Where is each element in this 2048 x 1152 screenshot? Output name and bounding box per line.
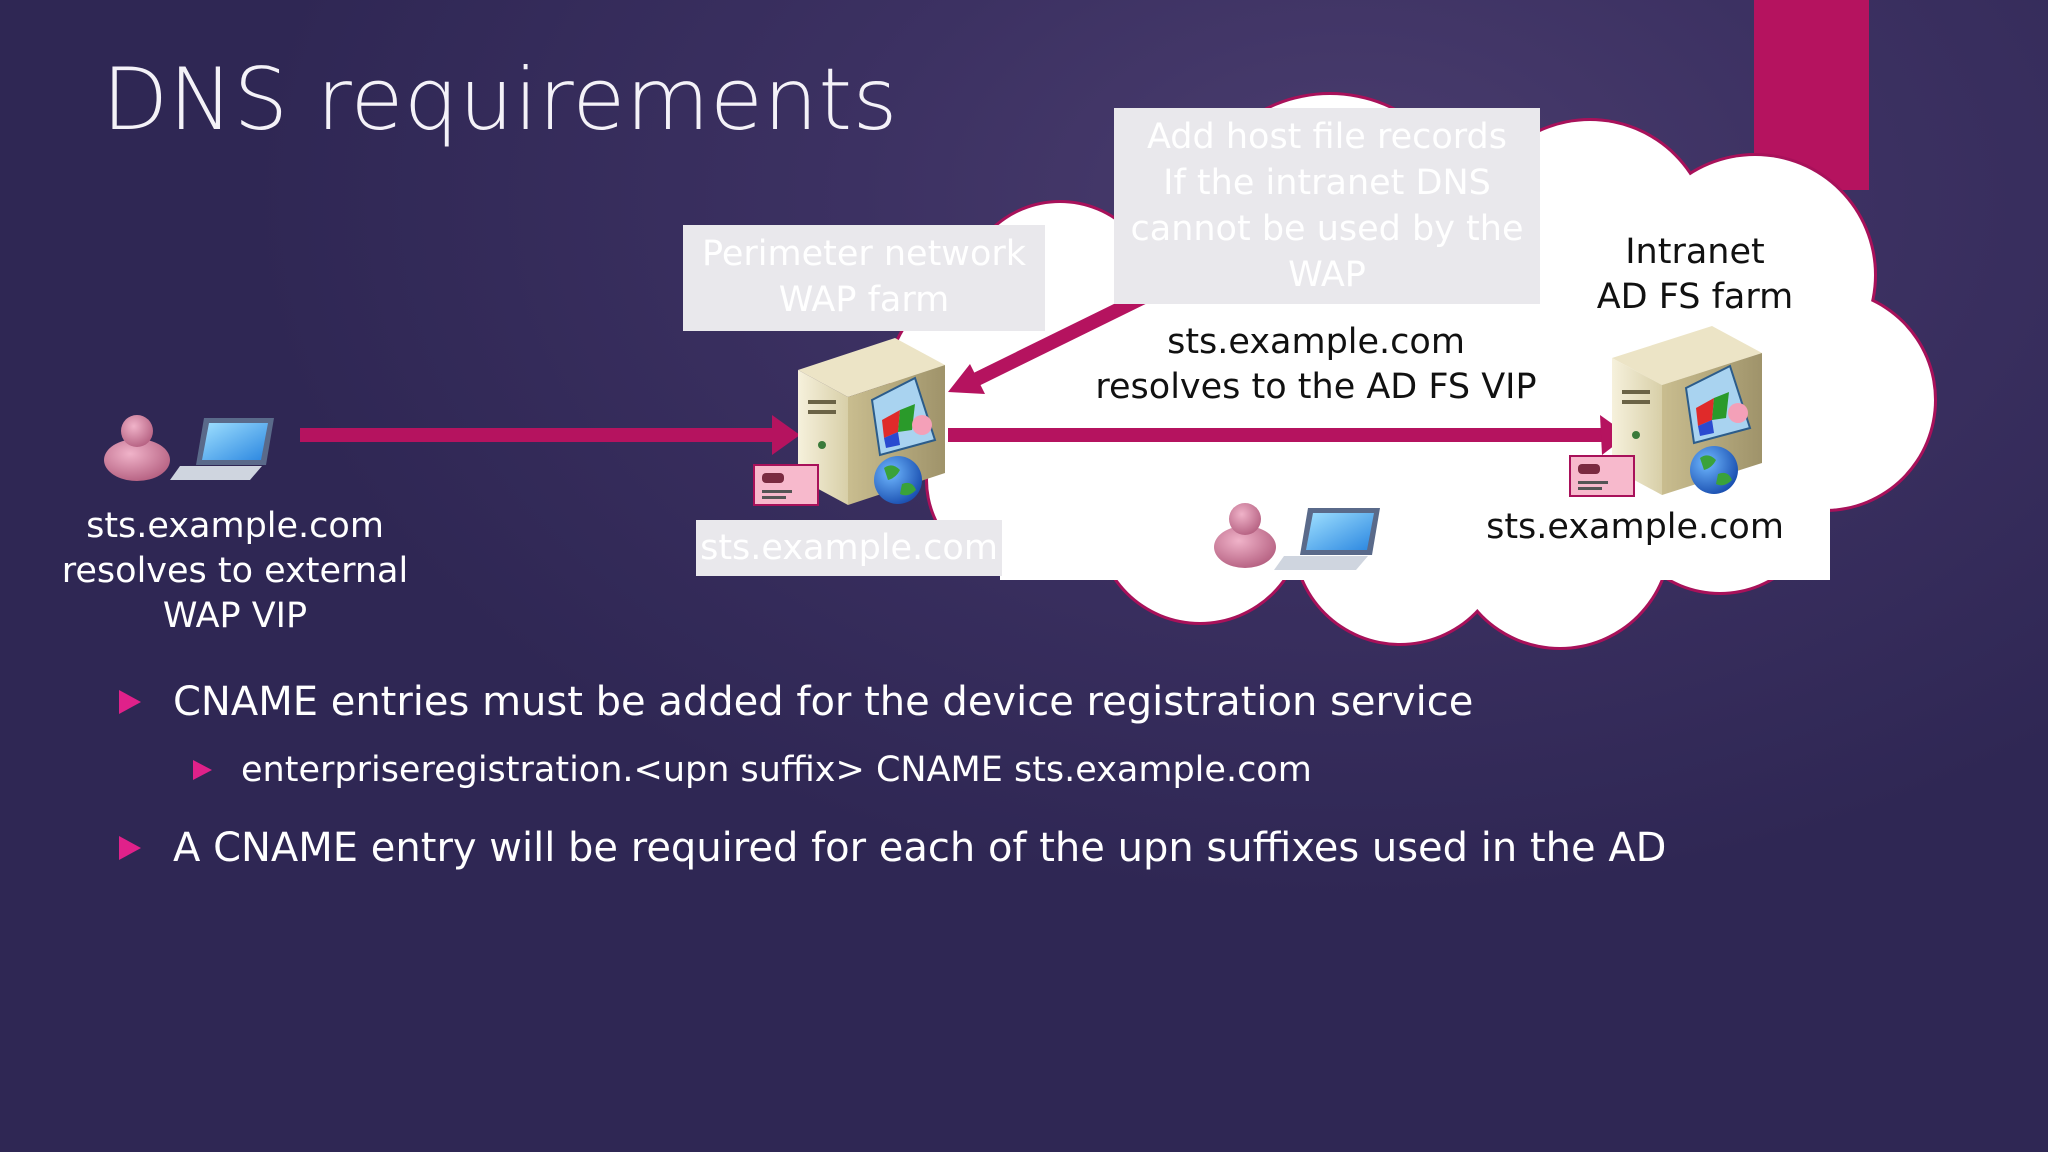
bullet-marker-icon	[193, 760, 212, 780]
wap-hostname-callout: sts.example.com	[696, 520, 1002, 576]
bullet-marker-icon	[119, 690, 141, 714]
wap-hostname-text: sts.example.com	[700, 528, 998, 568]
hostfile-callout: Add host file records If the intranet DN…	[1114, 108, 1540, 304]
intranet-farm-label: Intranet AD FS farm	[1596, 232, 1794, 317]
wap-server-icon	[798, 338, 945, 505]
adfs-certificate-icon	[1569, 455, 1635, 497]
bullet-text: enterpriseregistration.<upn suffix> CNAM…	[241, 750, 1312, 790]
intranet-laptop-icon	[1274, 508, 1380, 570]
bullet-subitem: enterpriseregistration.<upn suffix> CNAM…	[115, 742, 1915, 798]
bullet-item: CNAME entries must be added for the devi…	[115, 672, 1915, 732]
wap-certificate-icon	[753, 464, 819, 506]
adfs-globe-icon	[1690, 446, 1738, 494]
client-resolution-label: sts.example.com resolves to external WAP…	[61, 506, 409, 636]
arrow-client-to-wap	[300, 415, 800, 455]
perimeter-callout-text: Perimeter network WAP farm	[701, 234, 1027, 320]
wap-globe-icon	[874, 456, 922, 504]
adfs-server-icon	[1612, 326, 1762, 495]
bullet-text: CNAME entries must be added for the devi…	[173, 679, 1474, 725]
slide-title: DNS requirements	[102, 50, 898, 150]
bullet-text: A CNAME entry will be required for each …	[173, 825, 1667, 871]
arrow-hostfile-to-wap	[948, 289, 1150, 394]
perimeter-callout: Perimeter network WAP farm	[683, 225, 1045, 331]
client-laptop-icon	[170, 418, 274, 480]
intranet-user-icon	[1214, 503, 1276, 568]
bullet-list: CNAME entries must be added for the devi…	[115, 672, 1915, 878]
adfs-hostname-label: sts.example.com	[1486, 507, 1784, 547]
bullet-marker-icon	[119, 836, 141, 860]
bullet-item: A CNAME entry will be required for each …	[115, 818, 1915, 878]
adfs-resolution-label: sts.example.com resolves to the AD FS VI…	[1095, 322, 1537, 407]
client-user-icon	[104, 415, 170, 481]
hostfile-callout-text: Add host file records If the intranet DN…	[1130, 117, 1524, 295]
